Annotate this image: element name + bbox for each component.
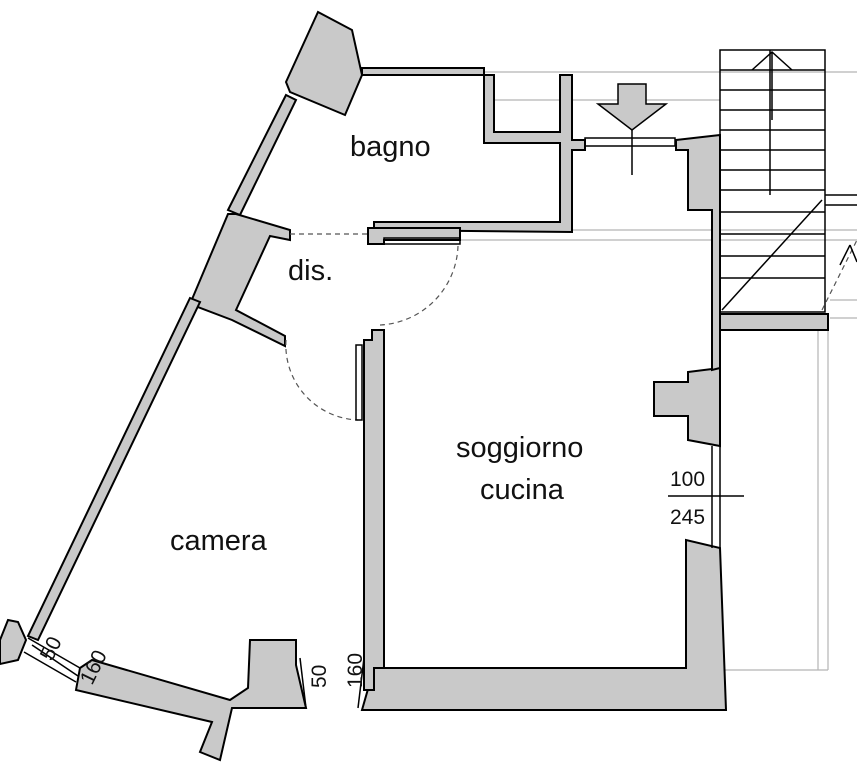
stairs-up-arrow-icon <box>751 50 793 120</box>
doors <box>285 120 676 421</box>
exterior-reference-lines <box>358 71 857 671</box>
wall-left-exterior <box>26 296 202 642</box>
wall-partition <box>363 329 385 691</box>
room-label-dis: dis. <box>288 255 333 287</box>
wall-right-upper <box>675 133 829 372</box>
room-label-cucina: cucina <box>480 474 565 506</box>
dim-window-right-bottom: 245 <box>670 506 705 529</box>
door-leaf-soggiorno <box>383 237 461 245</box>
door-leaf-camera <box>355 344 363 421</box>
door-arc-camera <box>285 339 359 421</box>
entrance-arrow-icon <box>595 83 669 131</box>
wall-left-upper <box>226 93 298 217</box>
door-arc-soggiorno <box>379 245 459 326</box>
dim-window-mid-a: 50 <box>308 665 331 688</box>
wall-top-left-corner <box>284 10 364 117</box>
wall-right-pilaster <box>653 366 721 448</box>
staircase <box>719 49 857 313</box>
wall-left-pier <box>188 213 291 348</box>
windows <box>23 446 744 709</box>
wall-bottom-soggiorno <box>360 538 728 711</box>
walls <box>0 10 829 762</box>
dim-window-mid-b: 160 <box>344 653 367 688</box>
wall-bottom-camera <box>74 639 308 762</box>
door-entrance <box>584 137 676 147</box>
dim-window-left-a: 50 <box>36 633 67 664</box>
room-label-camera: camera <box>170 525 268 557</box>
dim-window-right-top: 100 <box>670 468 705 491</box>
room-label-soggiorno: soggiorno <box>456 432 583 464</box>
wall-dis-top <box>367 227 461 245</box>
wall-bottom-left-corner <box>0 618 28 666</box>
room-label-bagno: bagno <box>350 131 431 163</box>
